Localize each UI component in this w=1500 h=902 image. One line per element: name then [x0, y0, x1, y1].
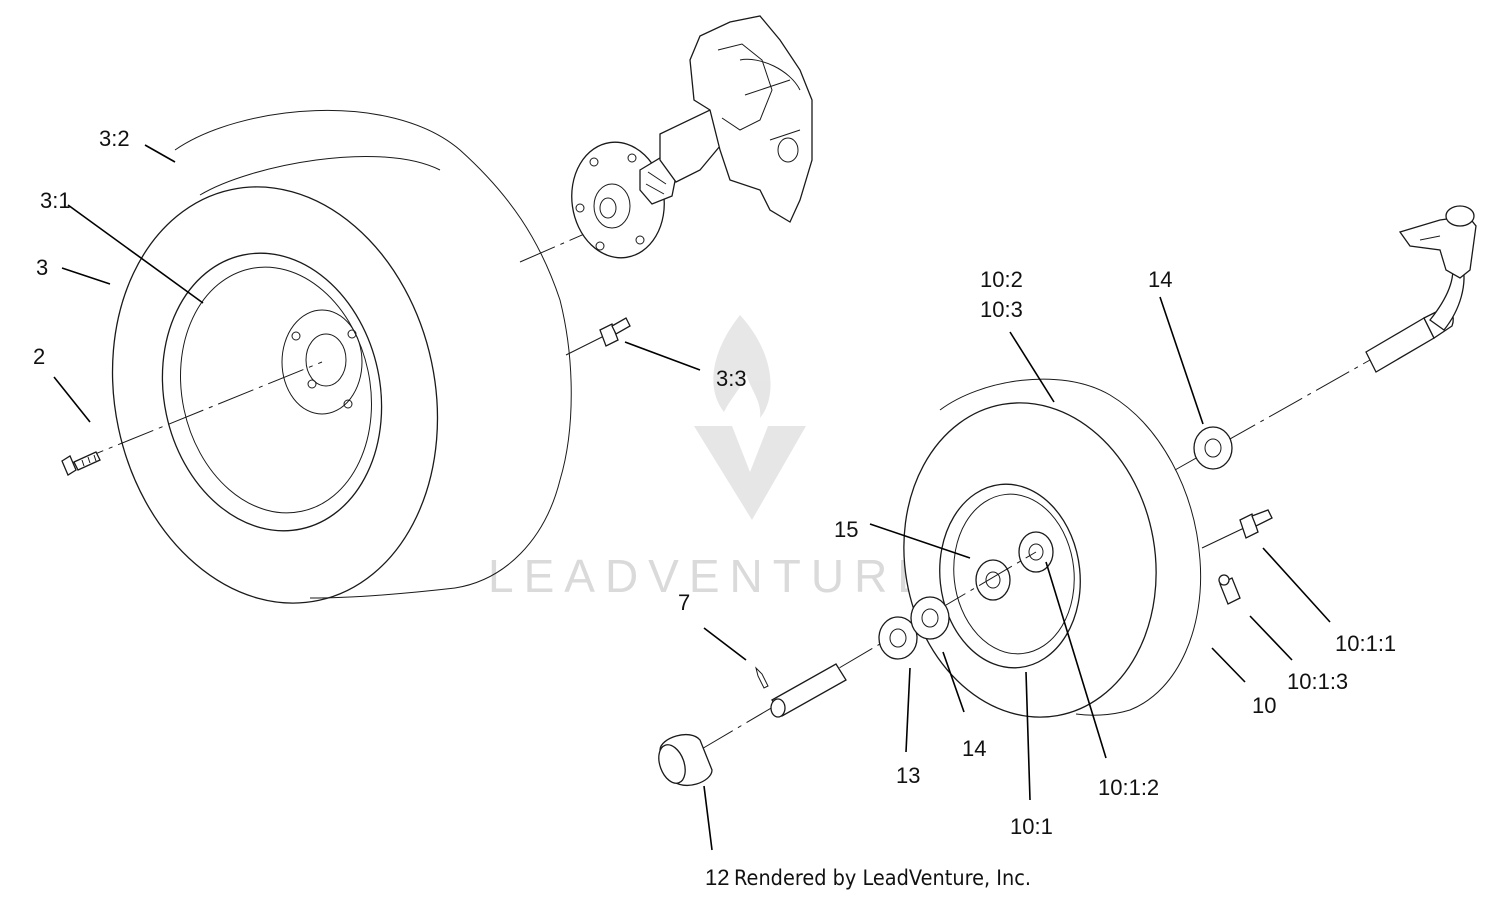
- lug-bolt: [61, 451, 101, 476]
- callout-10-1-3: 10:1:3: [1287, 669, 1348, 694]
- end-cap: [658, 734, 713, 786]
- left-hub-bolt-hole: [307, 379, 317, 389]
- callout-10-3: 10:3: [980, 297, 1023, 322]
- leader-13: [905, 667, 911, 753]
- watermark-flame-icon: [713, 315, 771, 418]
- callout-3-3: 3:3: [716, 366, 747, 391]
- leader-15: [869, 523, 971, 559]
- left-hub-center: [305, 333, 347, 387]
- callout-10-1-1: 10:1:1: [1335, 631, 1396, 656]
- callout-10-1: 10:1: [1010, 814, 1053, 839]
- credit-line: Rendered by LeadVenture, Inc.: [734, 866, 1031, 890]
- leader-14-top: [1159, 296, 1204, 425]
- leader-10: [1211, 647, 1246, 683]
- callout-3-1: 3:1: [40, 188, 71, 213]
- caster-fork: [1365, 205, 1477, 373]
- leader-3: [61, 267, 111, 285]
- callout-labels: 3:2 3:1 3 2 3:3 10:2 10:3 14 15 7 10:1:1…: [33, 126, 1396, 890]
- hub-flange-bolt-hole: [589, 157, 599, 167]
- left-tire-tread: [199, 156, 456, 599]
- caster-valve-stem: [1201, 509, 1273, 549]
- leader-10-1: [1025, 671, 1031, 801]
- caster-rim-inner: [953, 493, 1075, 655]
- cotter-pin: [755, 666, 769, 689]
- watermark-text: LEADVENTURE: [488, 550, 938, 602]
- left-axle-centerline: [67, 361, 323, 466]
- spacer-tube-end: [770, 698, 786, 718]
- left-hub-bolt-hole: [347, 329, 357, 339]
- callout-10-1-2: 10:1:2: [1098, 775, 1159, 800]
- hub-flange-bolt-hole: [575, 203, 585, 213]
- callout-7: 7: [678, 590, 690, 615]
- left-wheel-assembly: [61, 109, 631, 604]
- callout-13: 13: [896, 763, 920, 788]
- washer-14-lower-bore: [921, 608, 939, 628]
- washer-14-lower: [910, 596, 950, 640]
- callout-14-top: 14: [1148, 267, 1172, 292]
- callout-3-2: 3:2: [99, 126, 130, 151]
- left-tire-back-edge: [174, 109, 572, 589]
- left-rim-inner: [180, 266, 372, 514]
- left-hub-bolt-hole: [291, 331, 301, 341]
- washer-14-upper: [1193, 426, 1233, 470]
- leader-10-2: [1009, 331, 1055, 403]
- caster-axle-centerline: [699, 551, 1037, 751]
- washer-13-bore: [889, 628, 907, 648]
- right-wheel-assembly: [658, 205, 1477, 786]
- caster-bearing-15: [975, 559, 1011, 601]
- caster-bearing-15-bore: [985, 571, 1001, 589]
- frame-bracket: [689, 15, 813, 223]
- callout-10: 10: [1252, 693, 1276, 718]
- leader-10-1-1: [1262, 547, 1331, 623]
- hub-flange-center: [593, 183, 631, 229]
- leader-7: [703, 627, 747, 661]
- leader-3-2: [144, 144, 176, 163]
- leader-3-3: [624, 341, 701, 371]
- leader-10-1-2: [1045, 561, 1107, 759]
- hub-flange-bolt-hole: [627, 153, 637, 163]
- caster-bearing-10-1-2-bore: [1028, 543, 1044, 561]
- leader-2: [53, 376, 91, 423]
- callout-2: 2: [33, 344, 45, 369]
- watermark: LEADVENTURE: [488, 315, 938, 602]
- callout-14-bottom: 14: [962, 736, 986, 761]
- leader-lines: [53, 144, 1331, 851]
- left-hub-bolt-hole: [343, 399, 353, 409]
- leader-14-bottom: [942, 651, 965, 713]
- frame-hole: [777, 137, 799, 163]
- callout-15: 15: [834, 517, 858, 542]
- left-rim: [161, 252, 383, 532]
- leader-10-1-3: [1249, 615, 1293, 661]
- leader-12: [703, 785, 713, 851]
- watermark-v-icon: [694, 426, 806, 520]
- leader-3-1: [67, 204, 204, 304]
- callout-12: 12: [705, 865, 729, 890]
- hub-flange-bolt-hole: [595, 241, 605, 251]
- left-hub-plate: [281, 309, 363, 415]
- washer-14-upper-bore: [1204, 438, 1222, 458]
- left-valve-stem: [565, 317, 631, 356]
- spindle-assembly: [571, 15, 813, 259]
- callout-10-2: 10:2: [980, 267, 1023, 292]
- hub-flange-bolt-hole: [635, 235, 645, 245]
- callout-3: 3: [36, 255, 48, 280]
- grease-fitting: [1218, 574, 1241, 605]
- washer-13: [878, 616, 918, 660]
- hub-flange-bore: [599, 197, 617, 219]
- right-tire-back-edge: [939, 378, 1202, 716]
